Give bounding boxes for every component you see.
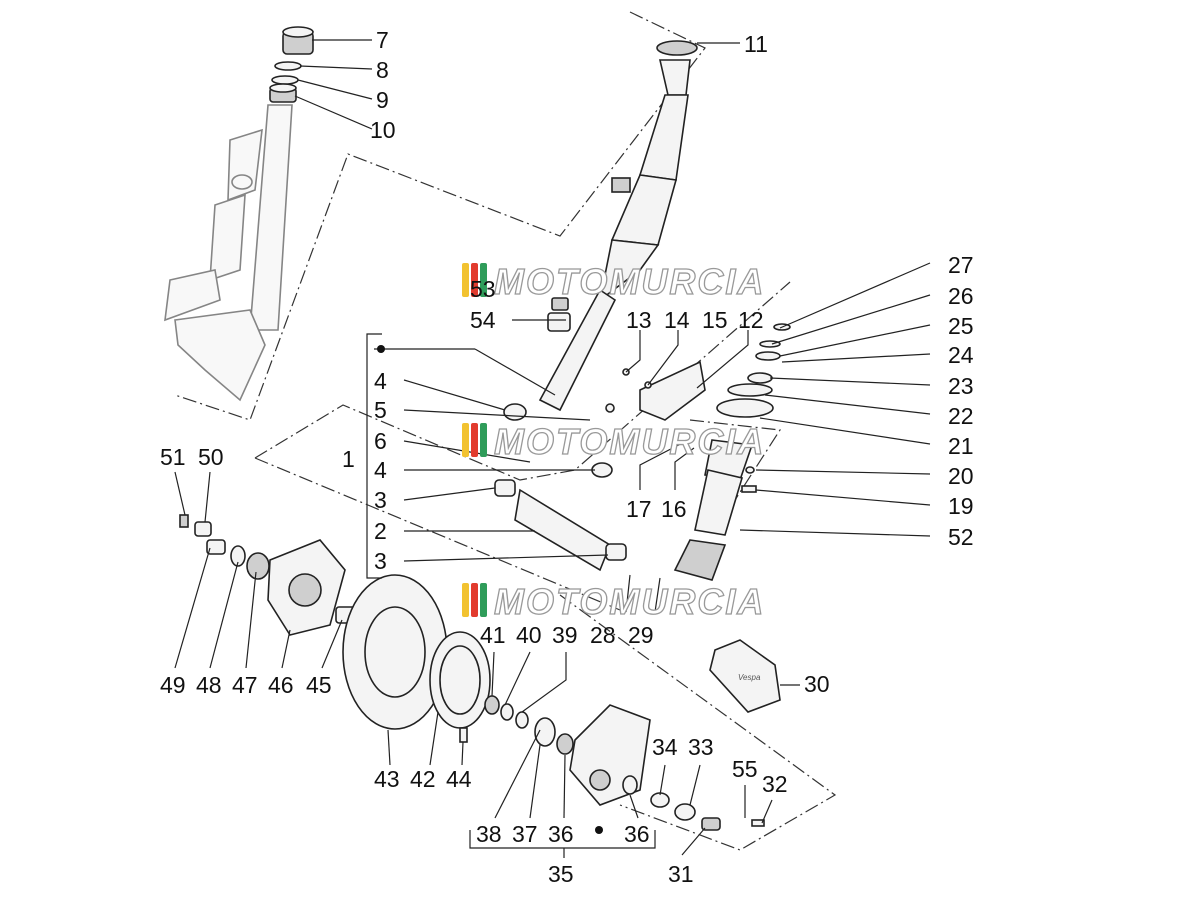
- label-45: 45: [306, 672, 332, 698]
- label-50: 50: [198, 444, 224, 470]
- suspension-link: [494, 403, 627, 572]
- label-44: 44: [446, 766, 472, 792]
- label-34: 34: [652, 734, 678, 760]
- bushing-53-54: [547, 297, 571, 332]
- shock-absorber: [673, 323, 791, 581]
- watermark-stripe-3: [480, 423, 487, 457]
- label-17: 17: [626, 496, 652, 522]
- assembly-bullet-35: [595, 826, 603, 834]
- label-46: 46: [268, 672, 294, 698]
- label-53: 53: [470, 276, 496, 302]
- label-41: 41: [480, 622, 506, 648]
- label-55: 55: [732, 756, 758, 782]
- label-13: 13: [626, 307, 652, 333]
- label-10: 10: [370, 117, 396, 143]
- label-35: 35: [548, 861, 574, 887]
- label-36b: 36: [624, 821, 650, 847]
- watermark-stripe-1: [462, 583, 469, 617]
- assembly-bullet-1: [377, 345, 385, 353]
- label-38: 38: [476, 821, 502, 847]
- label-2: 2: [374, 518, 387, 544]
- label-33: 33: [688, 734, 714, 760]
- watermark-1: MOTOMURCIA: [462, 260, 765, 303]
- label-43: 43: [374, 766, 400, 792]
- label-40: 40: [516, 622, 542, 648]
- watermark-stripe-2: [471, 263, 478, 297]
- label-21: 21: [948, 433, 974, 459]
- label-15: 15: [702, 307, 728, 333]
- watermark-2: MOTOMURCIA: [462, 420, 765, 463]
- watermark-stripe-2: [471, 583, 478, 617]
- mudguard-bracket: [605, 360, 706, 421]
- label-5: 5: [374, 397, 387, 423]
- watermark-text: MOTOMURCIA: [494, 581, 765, 622]
- watermark-stripe-1: [462, 263, 469, 297]
- label-3b: 3: [374, 548, 387, 574]
- brake-disc: [342, 574, 491, 730]
- leader-lines: [174, 39, 931, 858]
- label-32: 32: [762, 771, 788, 797]
- label-47: 47: [232, 672, 258, 698]
- label-51: 51: [160, 444, 186, 470]
- watermark-text: MOTOMURCIA: [494, 261, 765, 302]
- vespa-marking: Vespa: [738, 673, 761, 682]
- label-28: 28: [590, 622, 616, 648]
- watermark-text: MOTOMURCIA: [494, 421, 765, 462]
- label-26: 26: [948, 283, 974, 309]
- label-20: 20: [948, 463, 974, 489]
- label-48: 48: [196, 672, 222, 698]
- label-1: 1: [342, 446, 355, 472]
- label-14: 14: [664, 307, 690, 333]
- fork-cover: Vespa: [709, 639, 781, 713]
- label-4a: 4: [374, 368, 387, 394]
- label-29: 29: [628, 622, 654, 648]
- label-24: 24: [948, 342, 974, 368]
- label-39: 39: [552, 622, 578, 648]
- label-8: 8: [376, 57, 389, 83]
- watermark-stripe-3: [480, 263, 487, 297]
- watermark-stripe-2: [471, 423, 478, 457]
- label-31: 31: [668, 861, 694, 887]
- label-9: 9: [376, 87, 389, 113]
- watermark-3: MOTOMURCIA: [462, 580, 765, 623]
- watermark-stripe-3: [480, 583, 487, 617]
- frame-steering-column: [164, 104, 293, 402]
- label-36a: 36: [548, 821, 574, 847]
- label-3a: 3: [374, 487, 387, 513]
- label-42: 42: [410, 766, 436, 792]
- label-30: 30: [804, 671, 830, 697]
- wheel-carrier: [569, 704, 765, 831]
- watermark-stripe-1: [462, 423, 469, 457]
- bearing-stack: [459, 695, 574, 755]
- part-labels: 7 8 9 10 11 53 54 13 14 15 12 27 26 25 2…: [160, 27, 974, 887]
- label-54: 54: [470, 307, 496, 333]
- label-37: 37: [512, 821, 538, 847]
- label-23: 23: [948, 373, 974, 399]
- wheel-hub-assembly: [179, 514, 357, 636]
- label-25: 25: [948, 313, 974, 339]
- label-7: 7: [376, 27, 389, 53]
- top-bushing-stack: [269, 26, 314, 103]
- label-19: 19: [948, 493, 974, 519]
- label-22: 22: [948, 403, 974, 429]
- label-52: 52: [948, 524, 974, 550]
- assembly-outlines: [174, 11, 837, 851]
- label-27: 27: [948, 252, 974, 278]
- label-12: 12: [738, 307, 764, 333]
- label-49: 49: [160, 672, 186, 698]
- label-16: 16: [661, 496, 687, 522]
- label-4b: 4: [374, 457, 387, 483]
- fork-steering-tube: [538, 40, 698, 412]
- label-11: 11: [744, 31, 768, 57]
- label-6: 6: [374, 428, 387, 454]
